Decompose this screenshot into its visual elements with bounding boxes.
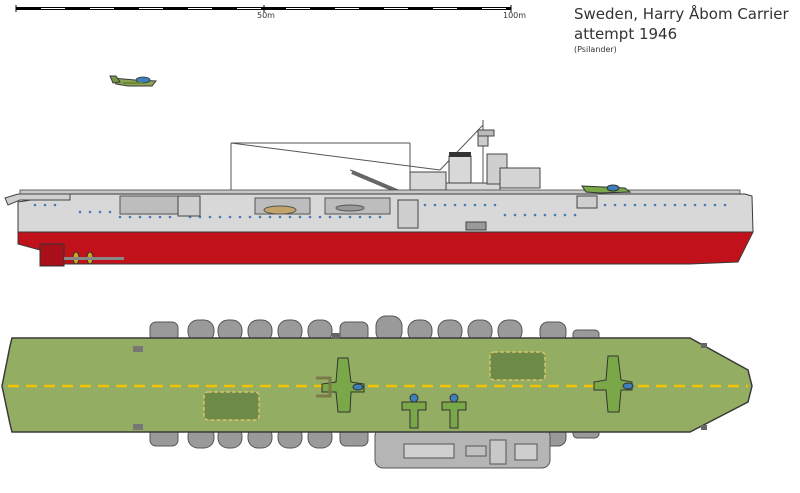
elevator-forward bbox=[489, 351, 546, 381]
author-credit: (Psilander) bbox=[574, 45, 617, 54]
scale-bar: 50m 100m bbox=[0, 0, 800, 30]
elevator-aft bbox=[203, 391, 260, 421]
scale-bar-graphic bbox=[15, 5, 512, 12]
portholes bbox=[33, 203, 727, 219]
drawing-title: Sweden, Harry Åbom Carrier attempt 1946 … bbox=[574, 4, 789, 55]
deck-aircraft-1 bbox=[316, 357, 365, 413]
scale-label-50: 50m bbox=[257, 11, 275, 20]
deck-aircraft-4 bbox=[441, 393, 467, 429]
deck-aircraft-3 bbox=[401, 393, 427, 429]
scale-label-100: 100m bbox=[503, 11, 527, 20]
ship-side-profile bbox=[4, 120, 754, 267]
flying-aircraft bbox=[109, 75, 158, 87]
ship-plan-view bbox=[1, 315, 753, 469]
title-line-1: Sweden, Harry Åbom Carrier bbox=[574, 5, 789, 23]
title-line-2: attempt 1946 bbox=[574, 25, 678, 43]
side-deck-aircraft bbox=[581, 184, 632, 194]
deck-aircraft-2 bbox=[593, 355, 634, 413]
